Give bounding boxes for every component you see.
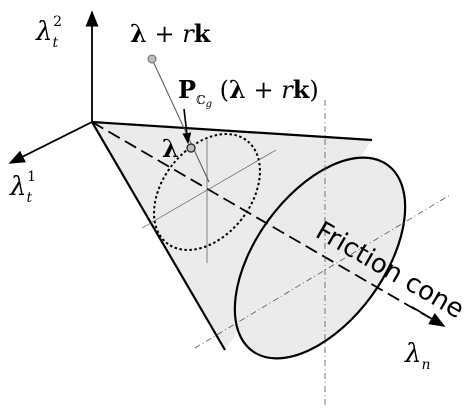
lateral-axis [8, 121, 93, 164]
projection-line [151, 58, 210, 183]
axis-label-lateral: λt1 [9, 169, 36, 206]
section-diagonal-guide [141, 149, 277, 229]
label-lambda-plus-rk: λ + rk [130, 19, 212, 48]
friction-cone-surface [92, 122, 372, 350]
axis-label-normal: λn [404, 339, 431, 373]
label-lambda: λ [162, 134, 179, 163]
cross-section-ellipse [153, 133, 261, 251]
cone-upper-edge [91, 120, 373, 142]
projected-point-marker [186, 143, 196, 153]
normal-axis-dashed [91, 121, 431, 319]
cone-lower-edge [91, 121, 226, 351]
label-projection: Pℂg (λ + rk) [178, 75, 319, 110]
base-diagonal-guide [194, 194, 451, 349]
axis-label-vertical: λt2 [35, 14, 62, 51]
normal-axis-arrow-segment [411, 306, 446, 327]
projection-pointer-arrow [182, 108, 192, 145]
shifted-point-marker [147, 54, 157, 64]
cone-base-ellipse [233, 156, 407, 360]
